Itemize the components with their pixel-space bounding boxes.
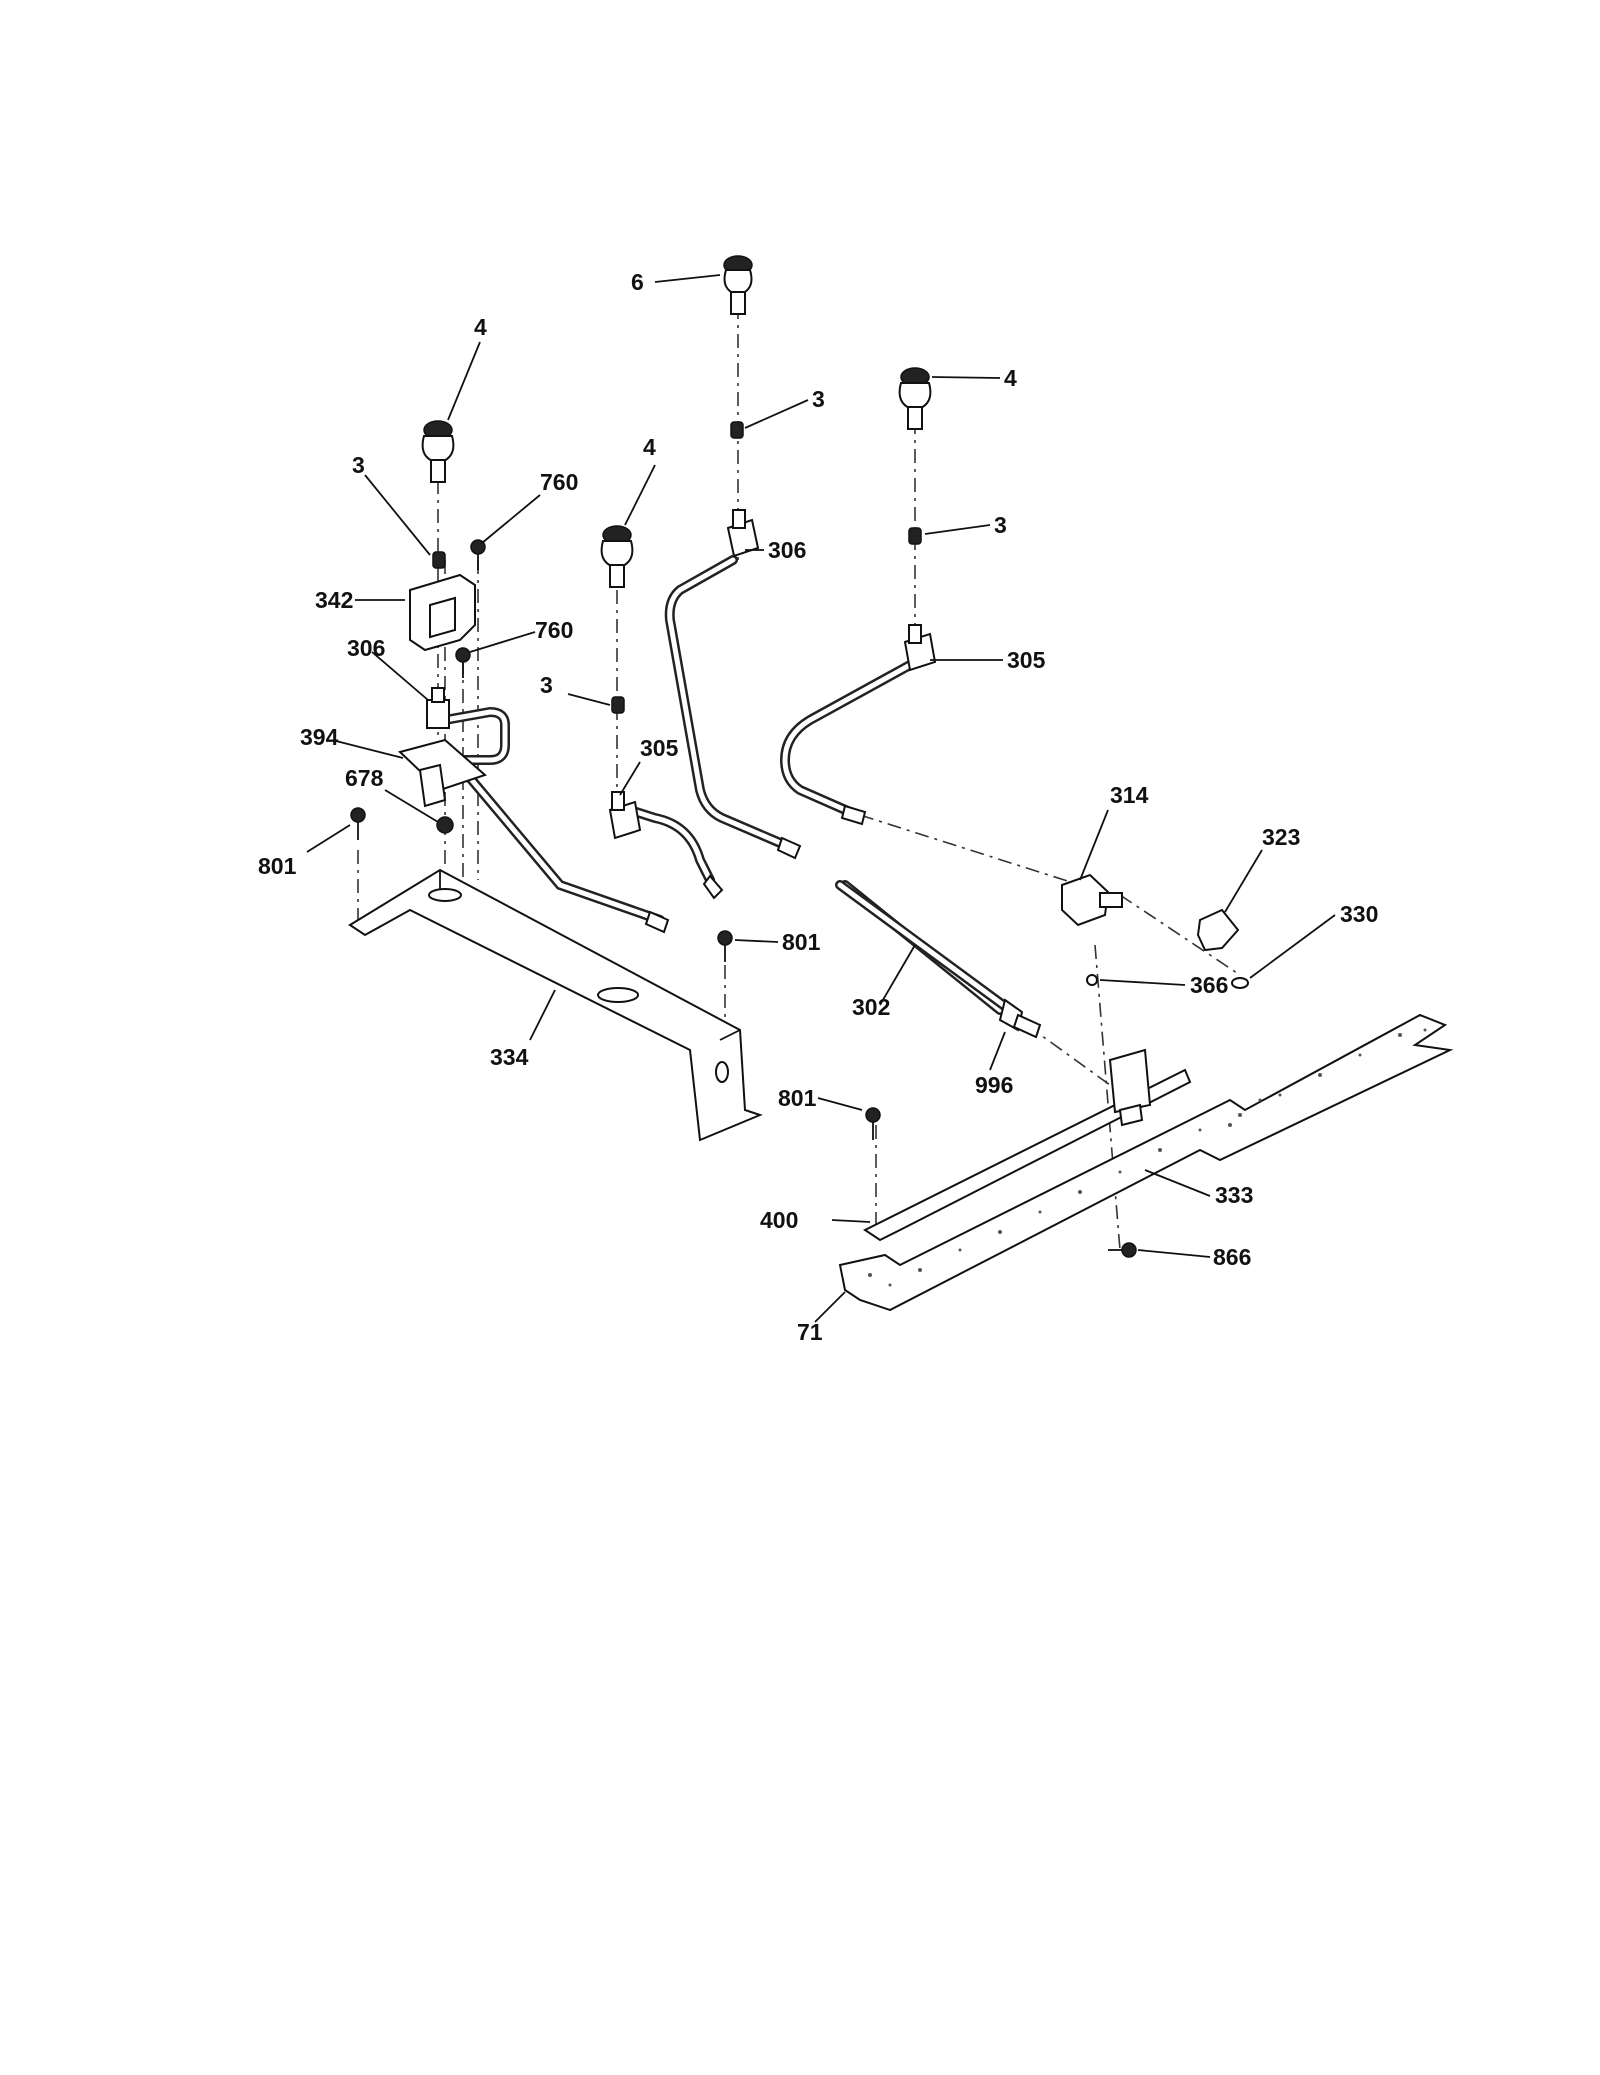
callout-314: 314 <box>1110 782 1149 808</box>
callout-3-right: 3 <box>994 512 1007 538</box>
callout-3-lower: 3 <box>540 672 553 698</box>
callout-801-lower: 801 <box>778 1085 817 1111</box>
callout-3-left: 3 <box>352 452 365 478</box>
callout-labels: 6 4 4 4 3 3 3 3 760 760 342 306 306 305 … <box>258 269 1378 1345</box>
callout-342: 342 <box>315 587 353 613</box>
callout-6: 6 <box>631 269 644 295</box>
burner-valve-4-left <box>421 420 455 483</box>
burner-valve-4-right <box>898 367 932 430</box>
leader-lines <box>306 274 1336 1323</box>
callout-305-middle: 305 <box>640 735 679 761</box>
callout-760-upper: 760 <box>540 469 578 495</box>
burner-bracket-400 <box>863 1048 1192 1242</box>
regulator-314 <box>1061 873 1123 927</box>
screws <box>350 539 1249 1258</box>
callout-801-middle: 801 <box>782 929 821 955</box>
bracket-342 <box>409 573 476 652</box>
callout-394: 394 <box>300 724 339 750</box>
heat-shield-71 <box>838 1013 1454 1312</box>
burner-valve-4-middle <box>600 525 634 588</box>
callout-305-right: 305 <box>1007 647 1046 673</box>
bracket-323 <box>1196 908 1240 952</box>
manifold-bracket-334 <box>348 868 763 1142</box>
pilot-tube-302 <box>835 880 1042 1039</box>
callout-4-top-right: 4 <box>1004 365 1017 391</box>
callout-323: 323 <box>1262 824 1300 850</box>
callout-366: 366 <box>1190 972 1228 998</box>
callout-4-middle: 4 <box>643 434 656 460</box>
callout-334: 334 <box>490 1044 529 1070</box>
callout-3-center: 3 <box>812 386 825 412</box>
fittings <box>426 509 937 934</box>
callout-400: 400 <box>760 1207 798 1233</box>
callout-866: 866 <box>1213 1244 1251 1270</box>
callout-330: 330 <box>1340 901 1378 927</box>
orifices <box>432 421 922 714</box>
callout-306-left: 306 <box>347 635 385 661</box>
callout-306-center: 306 <box>768 537 806 563</box>
callout-4-top-left: 4 <box>474 314 487 340</box>
callout-71: 71 <box>797 1319 823 1345</box>
callout-302: 302 <box>852 994 890 1020</box>
bracket-394 <box>398 738 487 808</box>
callout-996: 996 <box>975 1072 1013 1098</box>
burner-valve-6 <box>723 255 753 315</box>
callout-333: 333 <box>1215 1182 1253 1208</box>
callout-678: 678 <box>345 765 384 791</box>
callout-760-lower: 760 <box>535 617 573 643</box>
callout-801-left: 801 <box>258 853 297 879</box>
